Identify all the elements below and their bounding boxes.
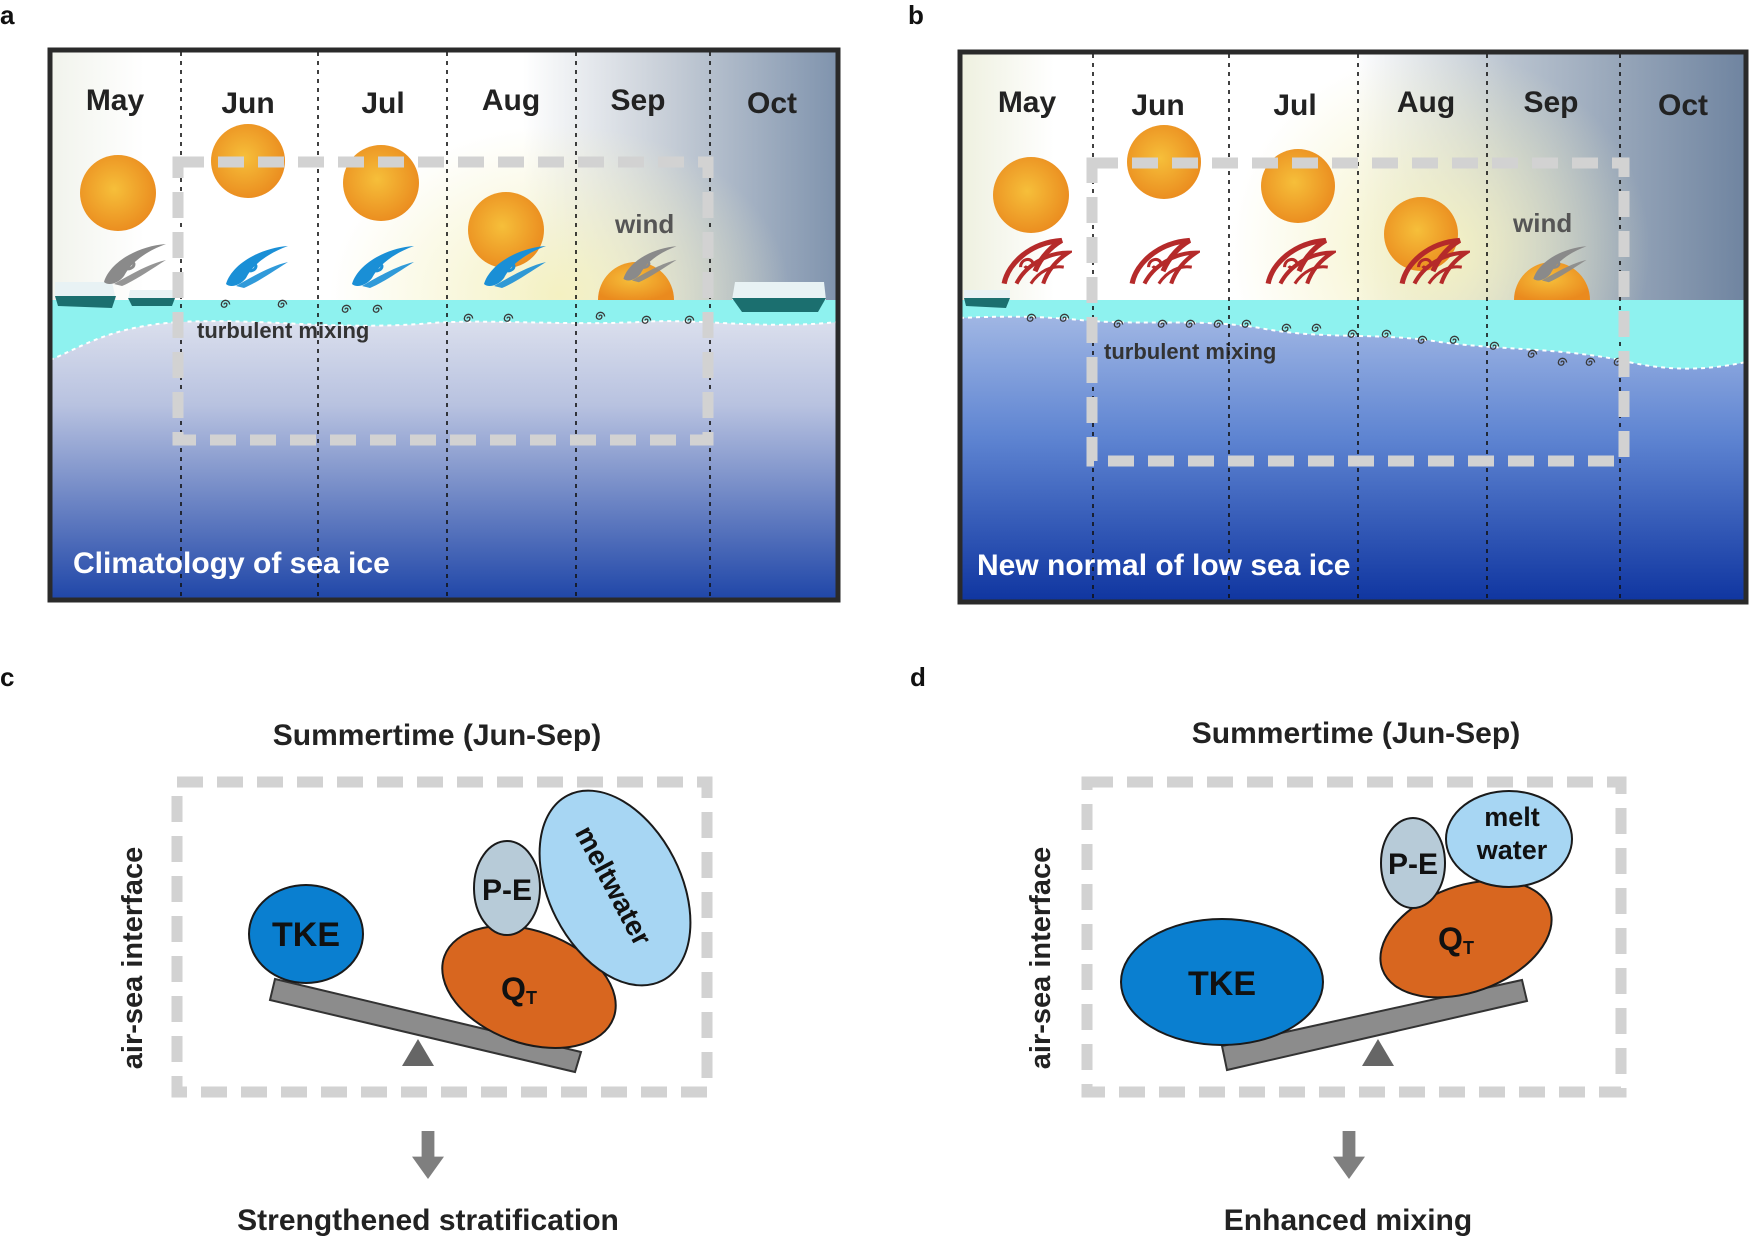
panel-d-pe-bubble: [1380, 817, 1446, 909]
panel-b-caption: New normal of low sea ice: [977, 549, 1350, 582]
panel-letter-a: a: [0, 0, 15, 30]
panel-a-month-oct: Oct: [747, 87, 797, 120]
panel-c-summer-box: [171, 776, 713, 1098]
panel-a-sun-jul: [343, 145, 419, 221]
panel-b-month-labels: May Jun Jul Aug Sep Oct: [998, 86, 1708, 122]
panel-d-fulcrum: [1362, 1039, 1394, 1066]
panel-c-pe-bubble: [473, 840, 541, 936]
panel-c-qt-bubble: [441, 925, 617, 1049]
panel-a-summer-box: [172, 156, 714, 446]
panel-a-mixed-layer: [50, 300, 838, 360]
panel-d-summer-box: [1081, 776, 1627, 1098]
panel-a-month-sep: Sep: [610, 84, 665, 117]
panel-d-side-label: air-sea interface: [1025, 847, 1057, 1069]
panel-a-sun-jun: [211, 124, 285, 198]
panel-c: c Summertime (Jun-Sep) air-sea interface…: [0, 662, 713, 1237]
panel-letter-b: b: [908, 0, 924, 30]
panel-a-month-jun: Jun: [221, 87, 274, 120]
panel-b-frame: [957, 49, 1749, 605]
panel-c-pe-label: P-E: [482, 874, 532, 907]
panel-d-meltwater-line1: melt: [1484, 802, 1540, 832]
panel-b-wind-label: wind: [1512, 208, 1572, 238]
panel-c-tke-bubble: [248, 884, 364, 984]
panel-d-pe-label: P-E: [1388, 848, 1438, 881]
panel-a-month-labels: May Jun Jul Aug Sep Oct: [86, 84, 797, 120]
panel-c-down-arrow-icon: [412, 1131, 444, 1179]
panel-b-mixing-label: turbulent mixing: [1104, 339, 1276, 364]
panel-c-balance-beam: [268, 977, 583, 1074]
panel-b: b wind: [908, 0, 1749, 605]
panel-b-month-jul: Jul: [1273, 89, 1316, 122]
panel-c-tke-label: TKE: [272, 916, 340, 954]
panel-b-sun-sep: [1514, 262, 1590, 300]
panel-a-frame: [47, 47, 841, 603]
panel-a-month-aug: Aug: [482, 84, 540, 117]
panel-c-fulcrum: [402, 1039, 434, 1066]
panel-b-ocean: [960, 300, 1746, 602]
panel-c-qt-symbol: Q: [501, 971, 526, 1007]
panel-b-sun-jun: [1127, 125, 1201, 199]
panel-c-side-label: air-sea interface: [117, 847, 149, 1069]
panel-c-result: Strengthened stratification: [237, 1204, 619, 1237]
panel-d-qt-bubble: [1379, 879, 1553, 999]
panel-d-result: Enhanced mixing: [1224, 1204, 1472, 1237]
panel-a-month-jul: Jul: [361, 87, 404, 120]
panel-d-meltwater-bubble: [1445, 790, 1573, 888]
panel-d-meltwater-line2: water: [1476, 835, 1548, 865]
panel-d: d Summertime (Jun-Sep) air-sea interface…: [910, 662, 1627, 1237]
panel-c-qt-label: QT: [501, 971, 537, 1008]
panel-b-month-oct: Oct: [1658, 89, 1708, 122]
panel-a-sun-may: [80, 155, 156, 231]
panel-letter-c: c: [0, 662, 14, 692]
panel-b-mixed-layer: [960, 300, 1746, 369]
panel-d-title: Summertime (Jun-Sep): [1192, 717, 1520, 750]
panel-b-sun-may: [993, 157, 1069, 233]
panel-d-qt-symbol: Q: [1438, 921, 1463, 957]
panel-b-summer-box: [1086, 157, 1630, 467]
panel-a-month-may: May: [86, 84, 145, 117]
panel-a-sea-ice: [55, 282, 826, 312]
panel-c-qt-subscript: T: [526, 988, 537, 1008]
panel-d-qt-subscript: T: [1463, 938, 1474, 958]
panel-b-sea-ice: [964, 290, 1010, 308]
panel-letter-d: d: [910, 662, 926, 692]
panel-a-ocean: [50, 300, 838, 600]
panel-a-mixing-label: turbulent mixing: [197, 318, 369, 343]
panel-a-wind-label: wind: [614, 209, 674, 239]
panel-b-month-aug: Aug: [1397, 86, 1455, 119]
panel-a: a wind: [0, 0, 841, 603]
panel-a-sun-aug: [468, 192, 544, 268]
panel-b-sun-aug: [1384, 197, 1458, 271]
panel-b-month-jun: Jun: [1131, 89, 1184, 122]
panel-a-caption: Climatology of sea ice: [73, 547, 390, 580]
panel-d-down-arrow-icon: [1333, 1131, 1365, 1179]
panel-d-tke-bubble: [1120, 918, 1324, 1046]
panel-d-qt-label: QT: [1438, 921, 1474, 958]
panel-b-month-sep: Sep: [1523, 86, 1578, 119]
panel-d-balance-beam: [1220, 978, 1529, 1072]
panel-b-month-may: May: [998, 86, 1057, 119]
panel-c-meltwater-bubble: [538, 789, 692, 987]
panel-d-tke-label: TKE: [1188, 965, 1256, 1003]
panel-c-title: Summertime (Jun-Sep): [273, 719, 601, 752]
